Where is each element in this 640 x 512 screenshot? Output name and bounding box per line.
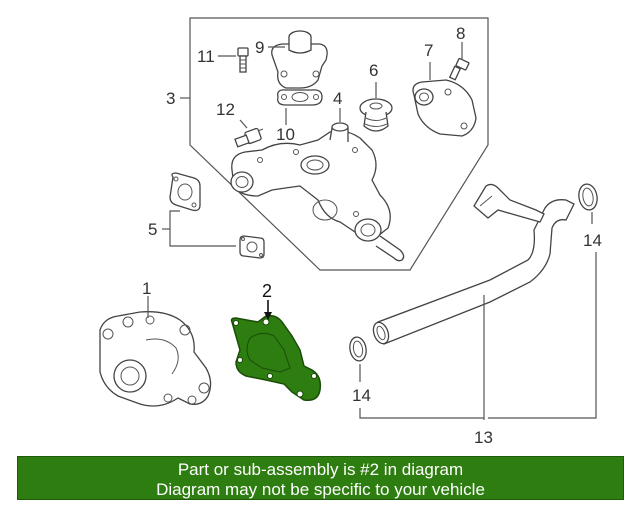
part-13-coolant-pipe[interactable] bbox=[371, 183, 575, 345]
part-2-water-pump-gasket[interactable] bbox=[230, 314, 322, 402]
callout-5[interactable]: 5 bbox=[148, 220, 157, 239]
callout-10[interactable]: 10 bbox=[276, 125, 295, 144]
part-14-o-ring-lower[interactable] bbox=[348, 336, 368, 362]
part-1-water-pump[interactable] bbox=[99, 311, 212, 407]
callout-11[interactable]: 11 bbox=[197, 47, 215, 66]
callout-13[interactable]: 13 bbox=[474, 428, 493, 447]
callout-6[interactable]: 6 bbox=[369, 61, 378, 80]
callout-2[interactable]: 2 bbox=[262, 281, 272, 301]
part-5-gasket-lower[interactable] bbox=[239, 235, 265, 259]
parts-diagram: 11 9 10 12 4 bbox=[99, 17, 602, 447]
part-4-water-pipe-housing[interactable] bbox=[230, 122, 405, 262]
callout-3[interactable]: 3 bbox=[166, 89, 175, 108]
part-6-thermostat[interactable] bbox=[359, 98, 393, 132]
part-7-thermostat-cover[interactable] bbox=[412, 79, 477, 137]
banner-line-1: Part or sub-assembly is #2 in diagram bbox=[177, 460, 464, 479]
callout-14-lower[interactable]: 14 bbox=[352, 386, 371, 405]
callout-4[interactable]: 4 bbox=[333, 89, 342, 108]
banner-line-2: Diagram may not be specific to your vehi… bbox=[156, 480, 485, 499]
part-12-sensor[interactable] bbox=[234, 127, 264, 148]
callout-7[interactable]: 7 bbox=[424, 41, 433, 60]
callout-12[interactable]: 12 bbox=[216, 100, 235, 119]
part-9-water-outlet[interactable] bbox=[271, 30, 328, 89]
callout-9[interactable]: 9 bbox=[255, 38, 264, 57]
part-11-bolt[interactable] bbox=[237, 47, 249, 73]
info-banner: Part or sub-assembly is #2 in diagram Di… bbox=[17, 456, 624, 500]
part-14-o-ring-upper[interactable] bbox=[577, 183, 599, 212]
part-8-bolt[interactable] bbox=[448, 57, 470, 81]
callout-14-upper[interactable]: 14 bbox=[583, 231, 602, 250]
part-5-gasket-upper[interactable] bbox=[169, 172, 201, 212]
assembly-outline bbox=[189, 17, 489, 271]
part-10-gasket[interactable] bbox=[277, 89, 323, 106]
callout-1[interactable]: 1 bbox=[142, 279, 151, 298]
callout-8[interactable]: 8 bbox=[456, 24, 465, 43]
